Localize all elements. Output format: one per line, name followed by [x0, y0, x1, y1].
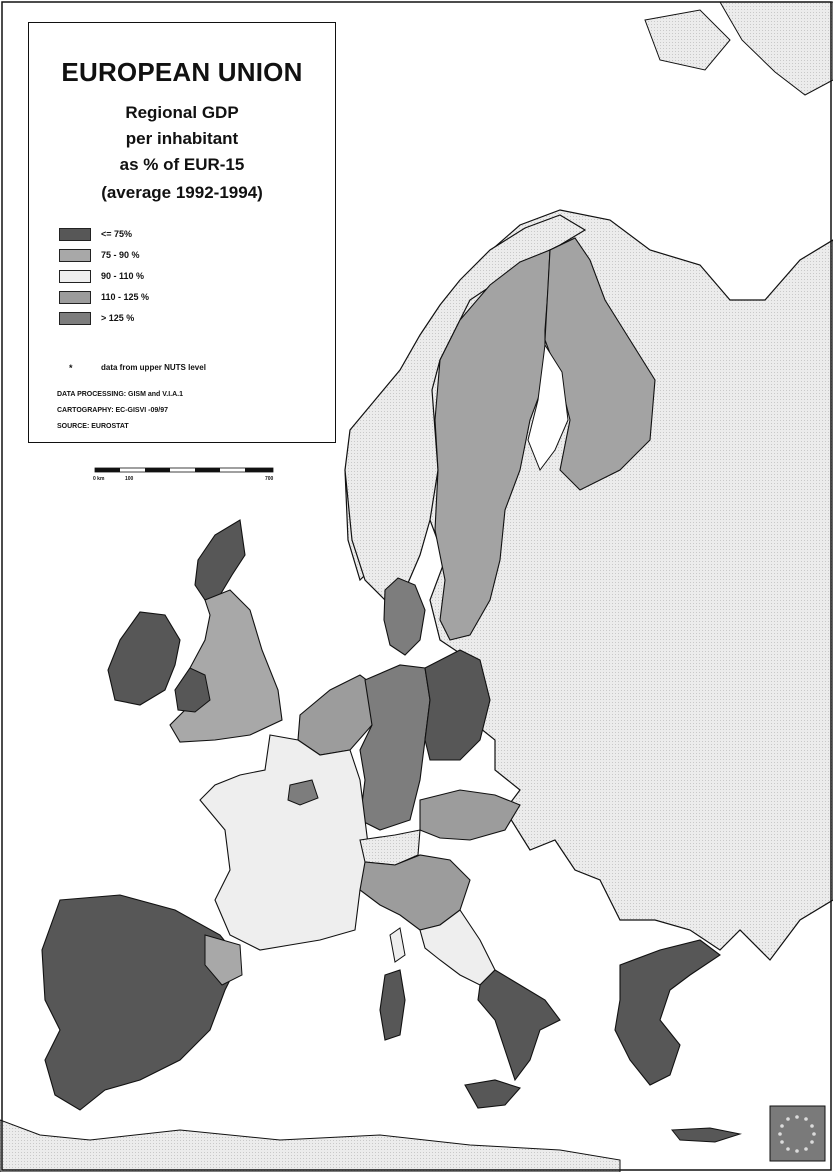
nuts-note: data from upper NUTS level: [101, 363, 206, 372]
legend-panel: EUROPEAN UNION Regional GDP per inhabita…: [28, 22, 336, 443]
corsica: [389, 927, 406, 963]
greenland: [719, 1, 833, 96]
gulf-of-bothnia: [527, 343, 569, 472]
legend-swatch: [59, 249, 91, 262]
catalonia: [204, 934, 243, 986]
processing-credit: DATA PROCESSING: GISM and V.I.A.1: [57, 391, 184, 398]
wales: [174, 667, 211, 713]
legend-swatch: [59, 270, 91, 283]
legend-label: 75 - 90 %: [101, 250, 140, 260]
subtitle-line-3: as % of EUR-15: [119, 155, 245, 174]
greece: [614, 939, 721, 1086]
sardinia: [379, 969, 406, 1041]
scale-start-label: 0 km: [93, 476, 105, 482]
ireland: [107, 611, 181, 706]
germany-east: [424, 649, 491, 761]
north-africa: [0, 1119, 621, 1172]
italy-south: [477, 969, 561, 1082]
subtitle-line-2: per inhabitant: [125, 129, 239, 148]
scale-mid-label: 100: [125, 476, 134, 482]
scotland: [194, 519, 246, 601]
eu-flag-icon: [769, 1105, 826, 1162]
legend-swatch: [59, 228, 91, 241]
subtitle-line-4: (average 1992-1994): [101, 183, 263, 202]
legend-swatch: [59, 312, 91, 325]
legend-label: 110 - 125 %: [101, 292, 150, 302]
france: [199, 734, 371, 951]
cartography-credit: CARTOGRAPHY: EC-GISVI -09/97: [57, 407, 168, 414]
asterisk-mark: *: [69, 363, 73, 373]
spain: [41, 894, 241, 1111]
scale-bar: 0 km 100 700: [93, 467, 274, 482]
sweden: [434, 249, 551, 641]
austria: [419, 789, 521, 841]
source-credit: SOURCE: EUROSTAT: [57, 423, 129, 430]
ile-de-france: [287, 779, 319, 806]
legend-swatch: [59, 291, 91, 304]
crete: [671, 1127, 742, 1143]
legend-label: 90 - 110 %: [101, 271, 145, 281]
scale-end-label: 700: [265, 476, 274, 482]
subtitle-line-1: Regional GDP: [125, 103, 239, 122]
iceland: [644, 9, 731, 71]
sicily: [464, 1079, 521, 1109]
denmark: [383, 577, 426, 656]
legend-label: > 125 %: [101, 313, 135, 323]
legend-label: <= 75%: [101, 229, 133, 239]
map-title: EUROPEAN UNION: [61, 57, 303, 87]
